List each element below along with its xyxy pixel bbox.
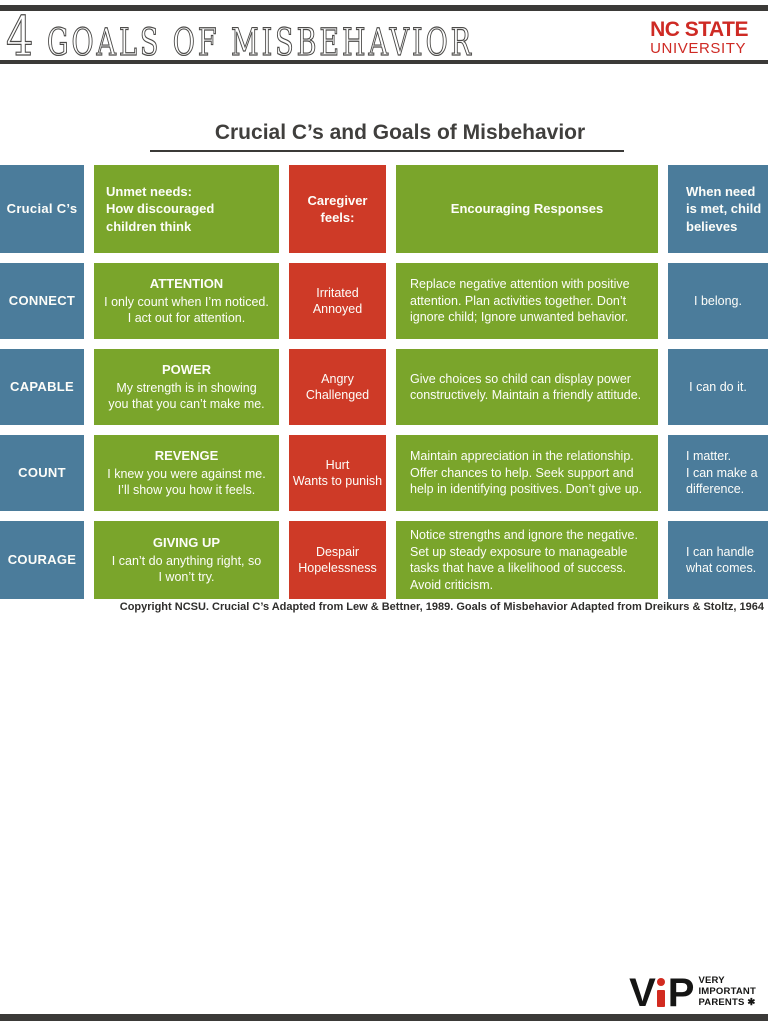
encouraging-response-cell: Maintain appreciation in the relationshi… <box>396 435 658 511</box>
copyright-text: Copyright NCSU. Crucial C’s Adapted from… <box>119 601 764 613</box>
goal-label: POWER <box>161 362 212 378</box>
ncstate-logo-line1: NC STATE <box>650 18 748 41</box>
child-believes-cell: I belong. <box>668 263 768 339</box>
child-believes-cell: I matter. I can make a difference. <box>668 435 768 511</box>
goal-cell: POWER My strength is in showing you that… <box>94 349 279 425</box>
caregiver-feels-cell: Angry Challenged <box>289 349 386 425</box>
header-child-believes: When need is met, child believes <box>668 165 768 253</box>
goal-label: REVENGE <box>154 448 219 464</box>
child-thinks-text: My strength is in showing you that you c… <box>108 380 265 412</box>
crucial-c-cell: CAPABLE <box>0 349 84 425</box>
table-title: Crucial C’s and Goals of Misbehavior <box>214 121 586 144</box>
encouraging-response-cell: Give choices so child can display power … <box>396 349 658 425</box>
encouraging-response-cell: Replace negative attention with positive… <box>396 263 658 339</box>
crucial-c-cell: COUNT <box>0 435 84 511</box>
vip-tagline: VERY IMPORTANT PARENTS ✱ <box>698 975 756 1009</box>
caregiver-feels-cell: Despair Hopelessness <box>289 521 386 599</box>
table-title-underline <box>150 150 624 152</box>
header-encouraging-responses: Encouraging Responses <box>396 165 658 253</box>
ncstate-logo: NC STATE UNIVERSITY <box>650 18 748 58</box>
vip-letter-v: V <box>629 971 656 1016</box>
vip-asterisk-icon: ✱ <box>747 997 756 1009</box>
child-thinks-text: I can’t do anything right, so I won’t tr… <box>111 553 262 585</box>
crucial-c-cell: CONNECT <box>0 263 84 339</box>
vip-letter-p: P <box>667 971 695 1016</box>
encouraging-response-cell: Notice strengths and ignore the negative… <box>396 521 658 599</box>
vip-tagline-line2: IMPORTANT <box>698 986 756 998</box>
vip-wordmark: V i P <box>629 971 695 1016</box>
child-thinks-text: I knew you were against me. I’ll show yo… <box>107 466 266 498</box>
goal-label: GIVING UP <box>152 535 221 551</box>
header-crucial-cs: Crucial C’s <box>0 165 84 253</box>
page-title: 4 GOALS OF MISBEHAVIOR <box>6 5 632 68</box>
crucial-cs-table: Crucial C’s Unmet needs: How discouraged… <box>0 165 768 599</box>
title-text: GOALS OF MISBEHAVIOR <box>47 21 475 64</box>
child-thinks-text: I only count when I’m noticed. I act out… <box>104 294 269 326</box>
vip-tagline-line3: PARENTS ✱ <box>698 997 756 1009</box>
header-rule <box>0 60 768 64</box>
crucial-c-cell: COURAGE <box>0 521 84 599</box>
goal-cell: ATTENTION I only count when I’m noticed.… <box>94 263 279 339</box>
title-numeral: 4 <box>6 5 34 68</box>
header-unmet-needs: Unmet needs: How discouraged children th… <box>94 165 279 253</box>
vip-logo: V i P VERY IMPORTANT PARENTS ✱ <box>629 971 756 1016</box>
goal-cell: REVENGE I knew you were against me. I’ll… <box>94 435 279 511</box>
vip-person-icon: i <box>656 978 666 1008</box>
goal-label: ATTENTION <box>149 276 224 292</box>
goal-cell: GIVING UP I can’t do anything right, so … <box>94 521 279 599</box>
child-believes-cell: I can do it. <box>668 349 768 425</box>
caregiver-feels-cell: Irritated Annoyed <box>289 263 386 339</box>
vip-tagline-line1: VERY <box>698 975 725 987</box>
child-believes-cell: I can handle what comes. <box>668 521 768 599</box>
page-header: 4 GOALS OF MISBEHAVIOR NC STATE UNIVERSI… <box>6 5 749 68</box>
bottom-border-bar <box>0 1014 768 1021</box>
caregiver-feels-cell: Hurt Wants to punish <box>289 435 386 511</box>
ncstate-logo-line2: UNIVERSITY <box>650 40 747 58</box>
header-caregiver-feels: Caregiver feels: <box>289 165 386 253</box>
top-border-bar <box>0 5 768 11</box>
